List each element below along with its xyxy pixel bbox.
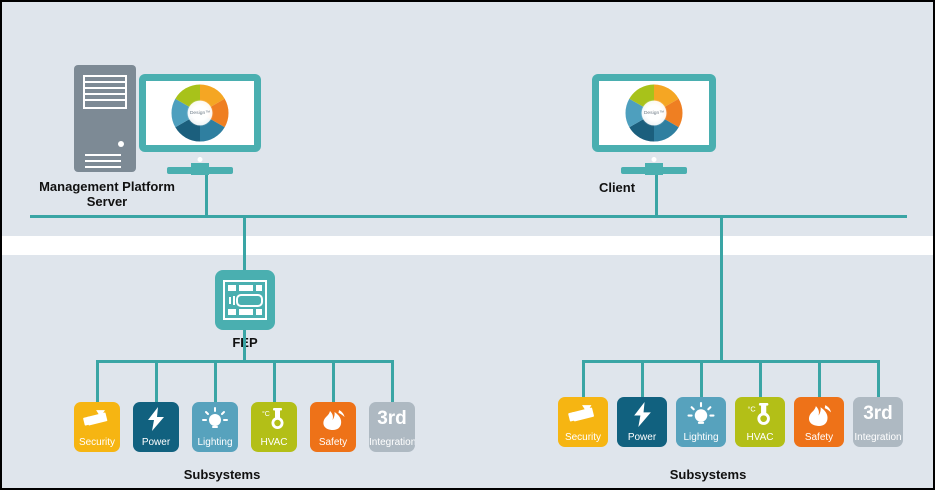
wire-client-to-bus	[655, 173, 658, 217]
server-tower-icon	[74, 65, 136, 172]
left-subsystems-group-label: Subsystems	[183, 467, 261, 482]
donut-chart-graphic: Design™	[625, 84, 683, 142]
left-tree-drop	[96, 360, 99, 402]
donut-center-label: Design™	[644, 110, 664, 116]
cctv-camera-icon	[74, 402, 120, 436]
subsystem-tile-integration[interactable]: 3rd Integration	[853, 397, 903, 447]
monitor-bezel: Design™	[592, 74, 716, 152]
third-party-icon: 3rd	[377, 408, 407, 429]
subsystem-label: Integration	[369, 437, 415, 448]
thermometer-icon: °C	[251, 402, 297, 436]
right-tree-drop	[700, 360, 703, 397]
controller-device-icon	[223, 280, 267, 320]
left-tree-drop	[155, 360, 158, 402]
light-bulb-icon	[192, 402, 238, 436]
subsystem-label: Power	[141, 437, 171, 448]
client-label: Client	[598, 180, 636, 195]
lightning-bolt-icon	[133, 402, 179, 436]
management-server-label-line1: Management Platform	[39, 179, 175, 194]
right-tree-drop	[877, 360, 880, 397]
light-bulb-icon	[676, 397, 726, 431]
subsystem-label: Safety	[804, 432, 834, 443]
left-tree-drop	[332, 360, 335, 402]
wire-server-to-bus	[205, 173, 208, 217]
wire-bus-to-right-tree	[720, 217, 723, 362]
wire-fep-to-left-tree	[243, 330, 246, 362]
right-tree-drop	[818, 360, 821, 397]
donut-center-label: Design™	[190, 110, 210, 116]
left-tree-busbar	[96, 360, 393, 363]
subsystem-tile-lighting[interactable]: Lighting	[192, 402, 238, 452]
subsystem-tile-hvac[interactable]: °C HVAC	[251, 402, 297, 452]
monitor-screen: Design™	[146, 81, 254, 145]
left-tree-drop	[214, 360, 217, 402]
server-vent-line	[85, 154, 121, 156]
fep-device-icon	[215, 270, 275, 330]
management-server-label-line2: Server	[86, 193, 128, 209]
monitor-power-dot	[197, 157, 203, 162]
subsystem-tile-hvac[interactable]: °C HVAC	[735, 397, 785, 447]
subsystem-label: HVAC	[746, 432, 774, 443]
network-bus-line	[30, 215, 907, 218]
subsystem-tile-power[interactable]: Power	[133, 402, 179, 452]
section-divider-band	[2, 236, 933, 255]
subsystem-label: Lighting	[197, 437, 233, 448]
subsystem-tile-safety[interactable]: Safety	[310, 402, 356, 452]
right-tree-drop	[759, 360, 762, 397]
subsystem-tile-integration[interactable]: 3rd Integration	[369, 402, 415, 452]
monitor-screen: Design™	[599, 81, 709, 145]
svg-text:°C: °C	[262, 410, 270, 418]
server-vent-line	[85, 160, 121, 162]
subsystem-tile-security[interactable]: Security	[558, 397, 608, 447]
subsystem-label: Safety	[318, 437, 348, 448]
donut-chart-graphic: Design™	[171, 84, 229, 142]
subsystem-tile-security[interactable]: Security	[74, 402, 120, 452]
subsystem-tile-lighting[interactable]: Lighting	[676, 397, 726, 447]
subsystem-label: Integration	[854, 432, 902, 443]
subsystem-tile-safety[interactable]: Safety	[794, 397, 844, 447]
cctv-camera-icon	[558, 397, 608, 431]
lightning-bolt-icon	[617, 397, 667, 431]
flame-icon	[310, 402, 356, 436]
thermometer-icon: °C	[735, 397, 785, 431]
server-drive-bays	[83, 75, 127, 109]
subsystem-label: Security	[564, 432, 602, 443]
client-monitor: Design™	[592, 74, 716, 175]
server-vent-line	[85, 166, 121, 168]
right-tree-busbar	[582, 360, 878, 363]
monitor-base	[621, 167, 687, 174]
left-tree-drop	[391, 360, 394, 402]
monitor-power-dot	[651, 157, 657, 162]
subsystem-tile-power[interactable]: Power	[617, 397, 667, 447]
subsystem-label: Power	[627, 432, 657, 443]
right-subsystems-group-label: Subsystems	[669, 467, 747, 482]
monitor-bezel: Design™	[139, 74, 261, 152]
management-server-label: Management Platform Server	[12, 179, 202, 210]
svg-text:°C: °C	[748, 404, 756, 413]
left-tree-drop	[273, 360, 276, 402]
subsystem-label: HVAC	[260, 437, 288, 448]
wire-bus-to-fep	[243, 217, 246, 272]
right-tree-drop	[641, 360, 644, 397]
third-party-icon: 3rd	[863, 403, 893, 424]
monitor-base	[167, 167, 233, 174]
subsystem-label: Lighting	[683, 432, 719, 443]
subsystem-label: Security	[78, 437, 116, 448]
server-power-led	[118, 141, 124, 147]
right-tree-drop	[582, 360, 585, 397]
management-server-monitor: Design™	[139, 74, 261, 175]
flame-icon	[794, 397, 844, 431]
